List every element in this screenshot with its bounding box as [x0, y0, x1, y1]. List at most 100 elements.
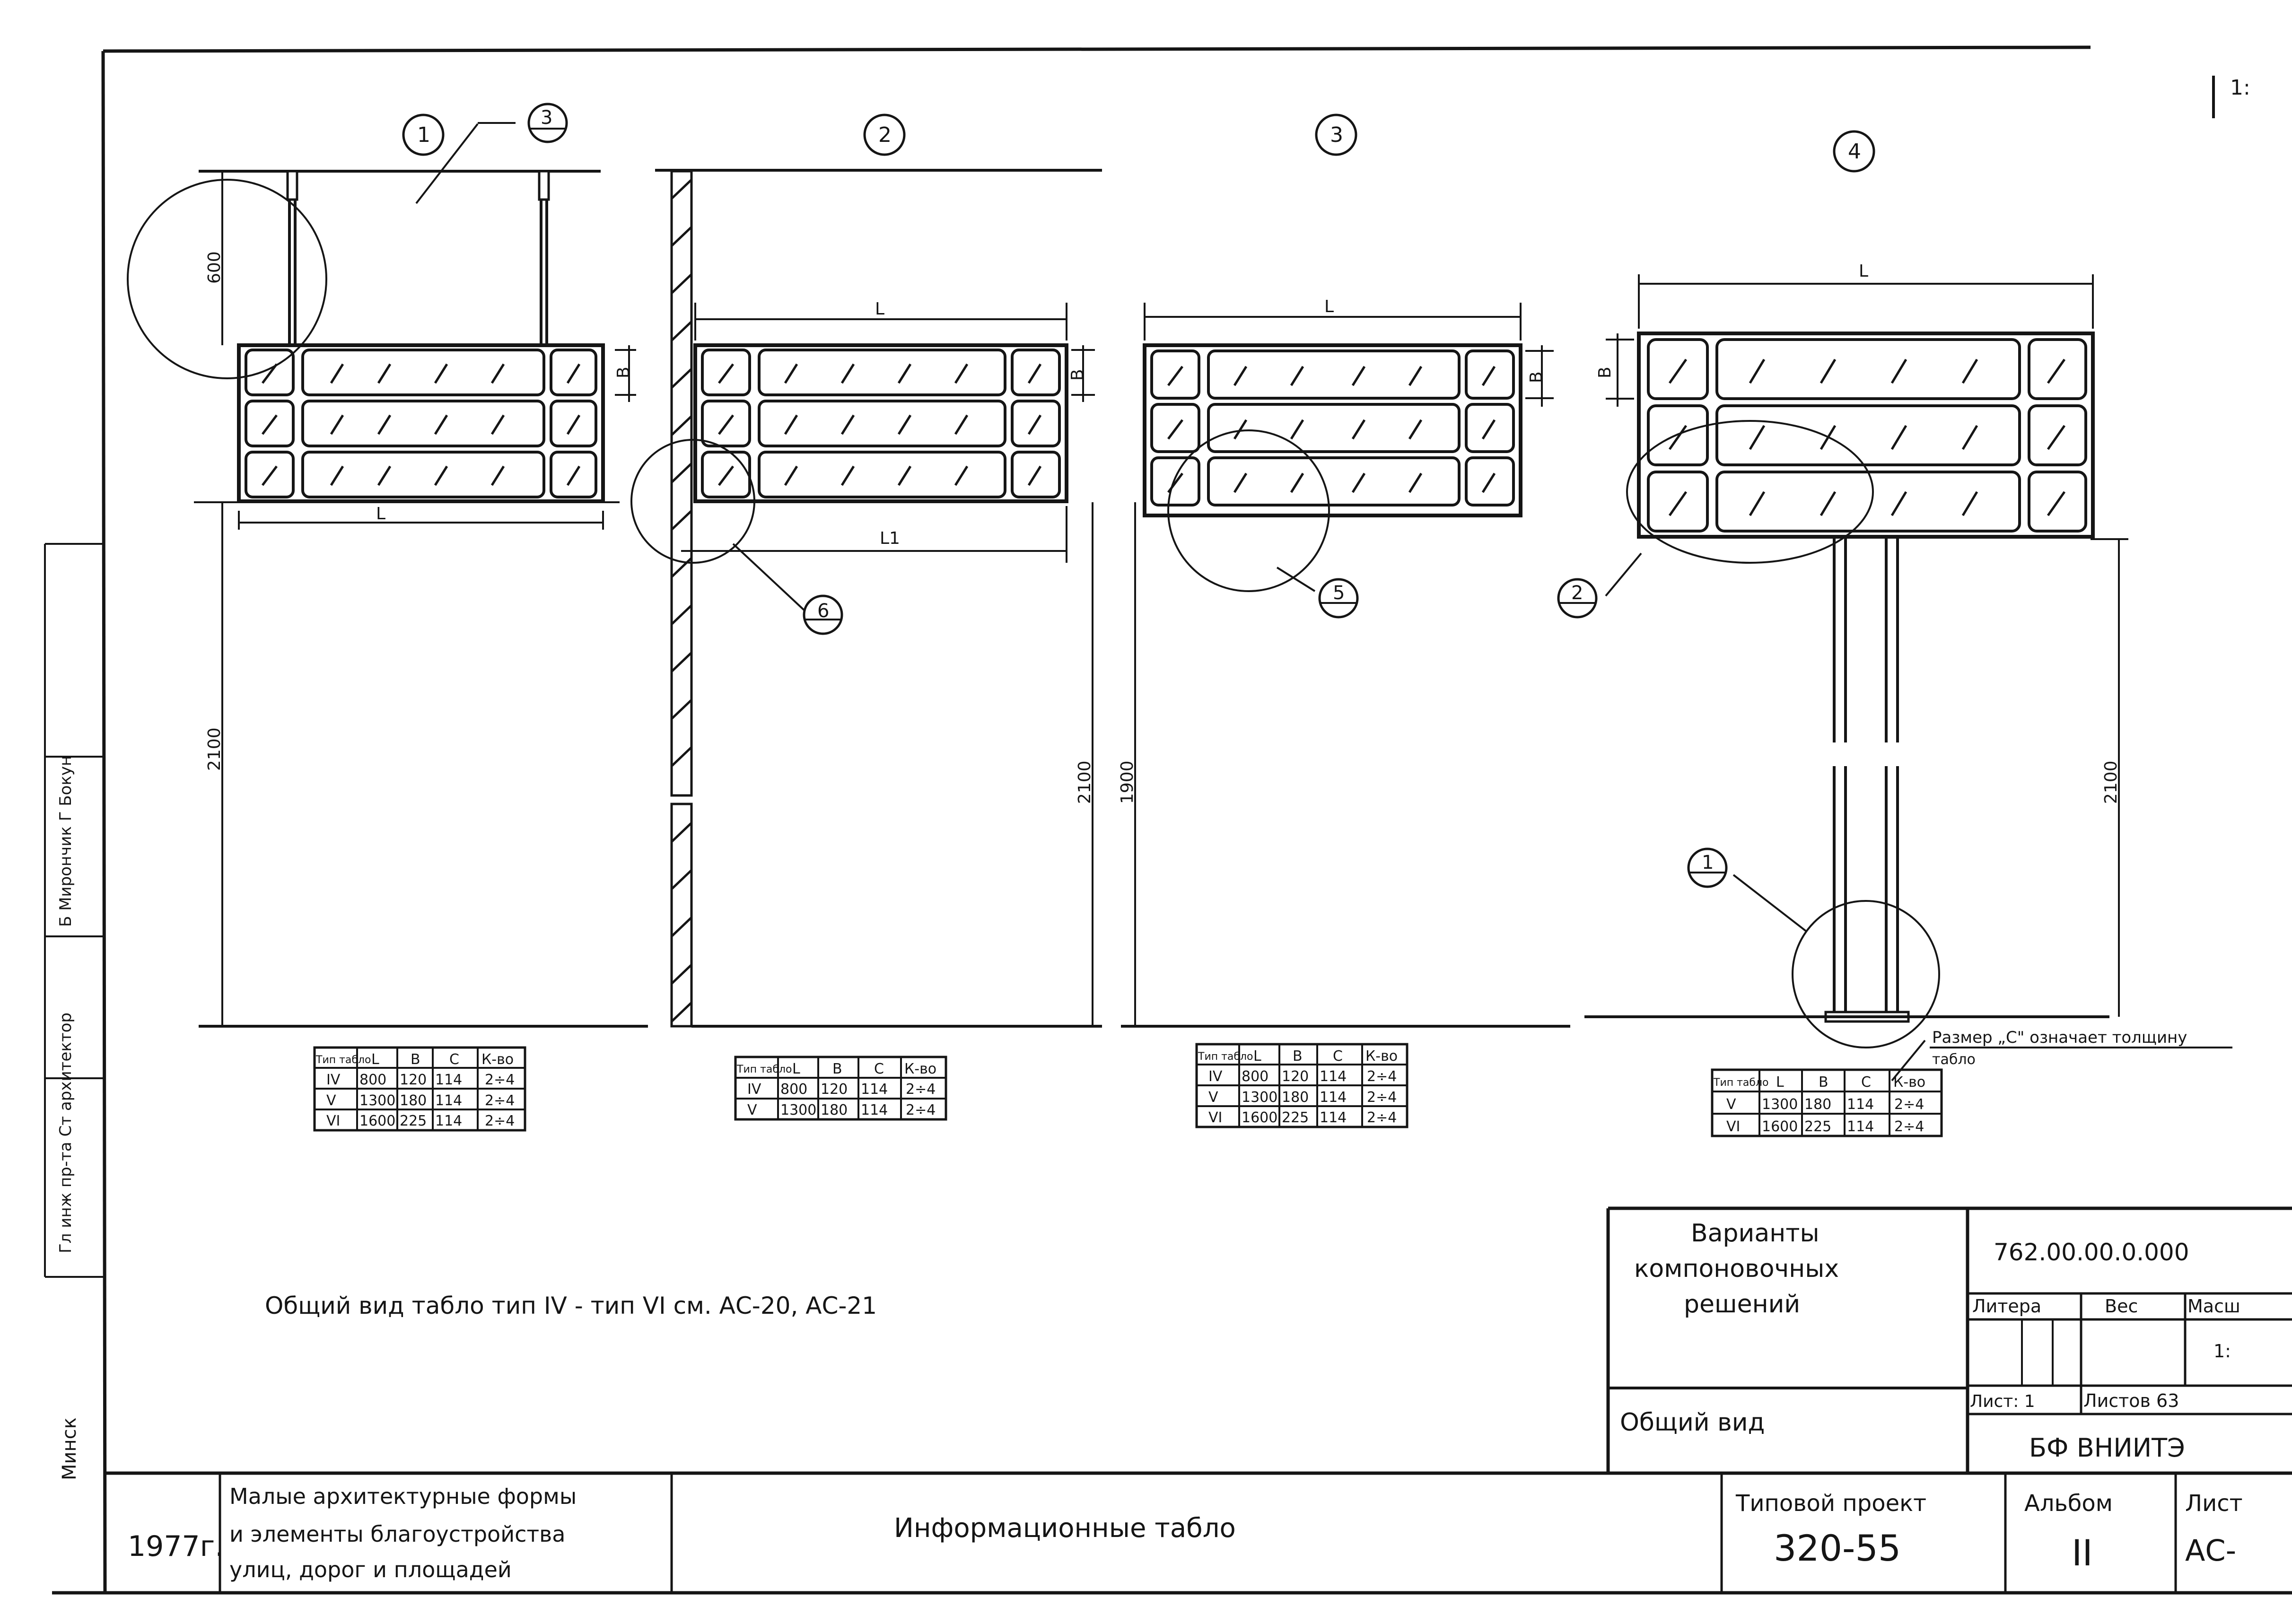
bottom-album-no: II: [2072, 1532, 2093, 1574]
table-3-header-qty: К-во: [1365, 1048, 1398, 1065]
table-2-cell: V: [747, 1102, 757, 1118]
view-4-width-dim: L: [1859, 262, 1868, 281]
table-1-cell: 120: [400, 1072, 427, 1088]
left-strip-city: Минск: [59, 1417, 80, 1480]
title-block-masshtab: Масш: [2187, 1296, 2240, 1317]
table-2-header-C: C: [874, 1061, 884, 1077]
table-4-cell: V: [1726, 1096, 1736, 1113]
view-4-leader-tag: 2: [1571, 582, 1583, 604]
view-3-number: 3: [1330, 123, 1343, 147]
table-2-cell: 114: [861, 1102, 888, 1118]
table-3-cell: 120: [1282, 1068, 1309, 1085]
sheet-mark: 1:: [2230, 76, 2250, 100]
title-block-title-2: компоновочных: [1634, 1255, 1839, 1283]
table-1-cell: 2÷4: [485, 1113, 515, 1129]
table-1-cell: 114: [435, 1072, 462, 1088]
view-4-number: 4: [1848, 140, 1861, 164]
view-3: L B 1900 5 3: [1118, 114, 1570, 1028]
table-3-cell: 114: [1320, 1089, 1347, 1106]
view-4-poles: [1824, 537, 1910, 1023]
bottom-name: Информационные табло: [894, 1513, 1236, 1544]
table-3: Тип табло L B C К-во IV 800 120 114 2÷4 …: [1195, 1043, 1408, 1128]
title-block-title-3: решений: [1684, 1290, 1800, 1318]
view-2-number-bubble: [863, 114, 906, 156]
view-2-row-dim: B: [1068, 369, 1087, 381]
title-block-org: БФ ВНИИТЭ: [2029, 1433, 2185, 1463]
bottom-strip: 1977г. Малые архитектурные формы и элеме…: [105, 1471, 2292, 1593]
table-3-cell: 180: [1282, 1089, 1309, 1106]
table-4-cell: 225: [1804, 1118, 1831, 1135]
title-block-masshtab-value: 1:: [2213, 1341, 2231, 1362]
view-2-leader-tag: 6: [817, 600, 829, 622]
bottom-album-label: Альбом: [2024, 1490, 2113, 1517]
table-2: Тип табло L B C К-во IV 800 120 114 2÷4 …: [734, 1056, 947, 1121]
table-2-header-B: B: [832, 1061, 842, 1077]
table-3-cell: 225: [1282, 1109, 1309, 1126]
bottom-sheet-label: Лист: [2185, 1490, 2243, 1517]
table-2-cell: 180: [821, 1102, 848, 1118]
bottom-project-no: 320-55: [1774, 1527, 1901, 1569]
view-1-number: 1: [417, 123, 430, 147]
view-3-height-dim: 1900: [1118, 760, 1137, 804]
view-1-leader-tag: 3: [541, 107, 552, 129]
title-block-ves: Вес: [2105, 1296, 2138, 1317]
table-1-cell: 1600: [359, 1113, 395, 1129]
view-2-height-dim: 2100: [1075, 760, 1094, 804]
table-3-cell: IV: [1208, 1068, 1223, 1085]
table-3-header-C: C: [1333, 1048, 1343, 1065]
view-3-panel: [1143, 343, 1522, 517]
view-1-number-bubble: [402, 114, 445, 156]
table-2-header-type: Тип табло: [736, 1064, 792, 1075]
view-4-height-dim: 2100: [2101, 760, 2121, 804]
general-note: Общий вид табло тип IV - тип VI см. АС-2…: [265, 1292, 877, 1319]
view-3-row-dim: B: [1527, 371, 1546, 383]
table-2-cell: 2÷4: [906, 1081, 936, 1098]
sheet-frame: 1:: [52, 45, 2292, 1595]
view-3-width-dim: L: [1324, 297, 1334, 316]
view-4-panel: [1637, 332, 2095, 539]
table-3-cell: 1600: [1242, 1109, 1277, 1126]
table-1-header-type: Тип табло: [315, 1054, 371, 1066]
table-3-header-type: Тип табло: [1198, 1051, 1253, 1063]
table-1-cell: 225: [400, 1113, 427, 1129]
view-2: L B L1 2100 6 2: [630, 114, 1102, 1028]
table-3-cell: V: [1208, 1089, 1218, 1106]
view-4: L B 2100 2 1: [1557, 130, 2128, 1048]
view-1-row-dim: B: [614, 367, 633, 378]
table-4-header-L: L: [1776, 1074, 1784, 1091]
table-4-cell: 180: [1804, 1096, 1831, 1113]
title-block-list: Лист: 1: [1970, 1392, 2035, 1411]
view-4-leader-tag-2: 1: [1702, 852, 1714, 873]
table-1: Тип табло L B C К-во IV 800 120 114 2÷4 …: [313, 1046, 526, 1132]
view-1-hanger-dim: 600: [205, 251, 224, 284]
bottom-series-1: Малые архитектурные формы: [229, 1484, 577, 1509]
left-strip: Б Мирончик Г Бокун Гл инж пр-та Ст архит…: [44, 543, 103, 1480]
table-3-cell: 114: [1320, 1109, 1347, 1126]
table-1-cell: VI: [326, 1113, 340, 1129]
table-4-cell: 114: [1847, 1118, 1874, 1135]
bottom-series-2: и элементы благоустройства: [229, 1521, 565, 1547]
table-1-cell: IV: [326, 1072, 341, 1088]
table-3-cell: VI: [1208, 1109, 1222, 1126]
table-1-cell: 800: [359, 1072, 386, 1088]
left-strip-roles: Гл инж пр-та Ст архитектор: [56, 1013, 75, 1253]
table-3-cell: 2÷4: [1367, 1068, 1397, 1085]
bottom-series-3: улиц, дорог и площадей: [229, 1557, 512, 1582]
table-1-header-L: L: [371, 1051, 379, 1068]
table-2-cell: 2÷4: [906, 1102, 936, 1118]
view-1-panel: [237, 343, 605, 503]
table-3-cell: 2÷4: [1367, 1109, 1397, 1126]
table-1-cell: 114: [435, 1092, 462, 1109]
table-1-header-C: C: [449, 1051, 459, 1068]
table-4-header-qty: К-во: [1893, 1074, 1925, 1091]
table-1-cell: 2÷4: [485, 1072, 515, 1088]
view-1-height-dim: 2100: [205, 727, 224, 771]
table-4-header-C: C: [1861, 1074, 1871, 1091]
title-block-subtitle: Общий вид: [1620, 1408, 1765, 1437]
bottom-year: 1977г.: [128, 1530, 224, 1563]
table-4: Тип табло L B C К-во V 1300 180 114 2÷4 …: [1711, 1068, 1943, 1137]
view-4-row-dim: B: [1595, 367, 1615, 378]
table-4-cell: 1300: [1762, 1096, 1798, 1113]
